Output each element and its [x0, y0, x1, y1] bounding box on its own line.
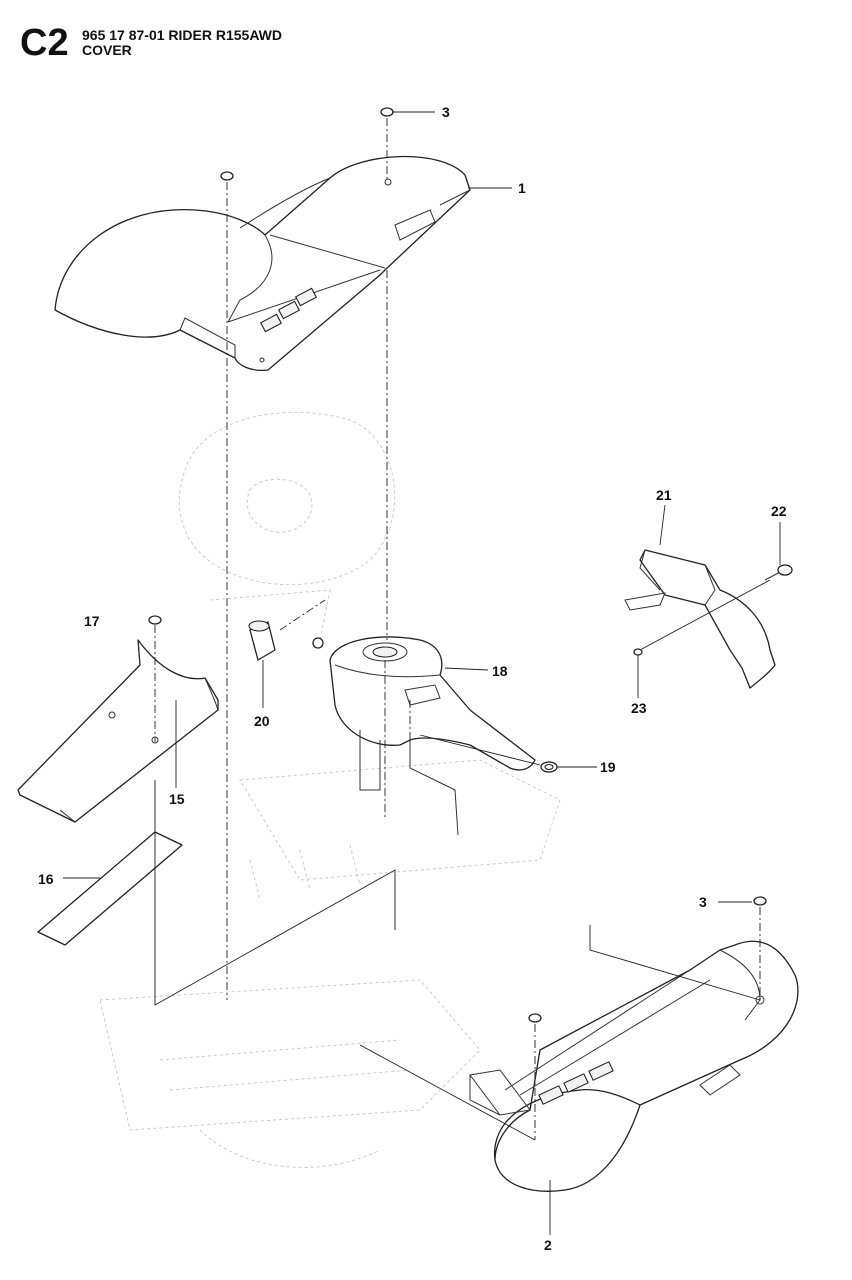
callout-17: 17 — [84, 613, 100, 629]
callout-18: 18 — [492, 663, 508, 679]
screw-17[interactable] — [148, 615, 162, 625]
section-code: C2 — [20, 22, 69, 64]
part-20-cap[interactable] — [248, 599, 326, 661]
callout-15: 15 — [169, 791, 185, 807]
model-title: 965 17 87-01 RIDER R155AWD — [82, 27, 282, 43]
part-15-side-panel[interactable] — [17, 639, 219, 823]
screw-cover-2-left[interactable] — [528, 1013, 542, 1023]
screw-cover-1-left[interactable] — [220, 171, 234, 181]
callout-22: 22 — [771, 503, 787, 519]
callout-19: 19 — [600, 759, 616, 775]
section-title: COVER — [82, 42, 132, 58]
callout-1: 1 — [518, 180, 526, 196]
part-22-pin[interactable] — [639, 564, 793, 651]
callout-21: 21 — [656, 487, 672, 503]
callout-3-bottom: 3 — [699, 894, 707, 910]
assembly-lines — [154, 118, 761, 1141]
callout-16: 16 — [38, 871, 54, 887]
part-21-guard[interactable] — [624, 549, 776, 689]
part-23-washer[interactable] — [633, 648, 643, 656]
callout-labels: 1 2 3 3 15 16 17 18 19 20 21 22 23 — [38, 104, 787, 1253]
screw-3-bottom[interactable] — [753, 896, 767, 906]
callout-23: 23 — [631, 700, 647, 716]
screw-3-top[interactable] — [380, 107, 394, 117]
part-19-screw[interactable] — [540, 761, 558, 773]
part-18-fuel-tank[interactable] — [312, 636, 536, 836]
callout-20: 20 — [254, 713, 270, 729]
callout-3-top: 3 — [442, 104, 450, 120]
part-1-rear-cover[interactable] — [54, 155, 471, 371]
part-2-front-cover[interactable] — [469, 940, 799, 1192]
ghost-machine-outline — [99, 411, 561, 1168]
part-16-strip[interactable] — [37, 831, 183, 946]
callout-2: 2 — [544, 1237, 552, 1253]
callout-leaders — [63, 111, 781, 1235]
